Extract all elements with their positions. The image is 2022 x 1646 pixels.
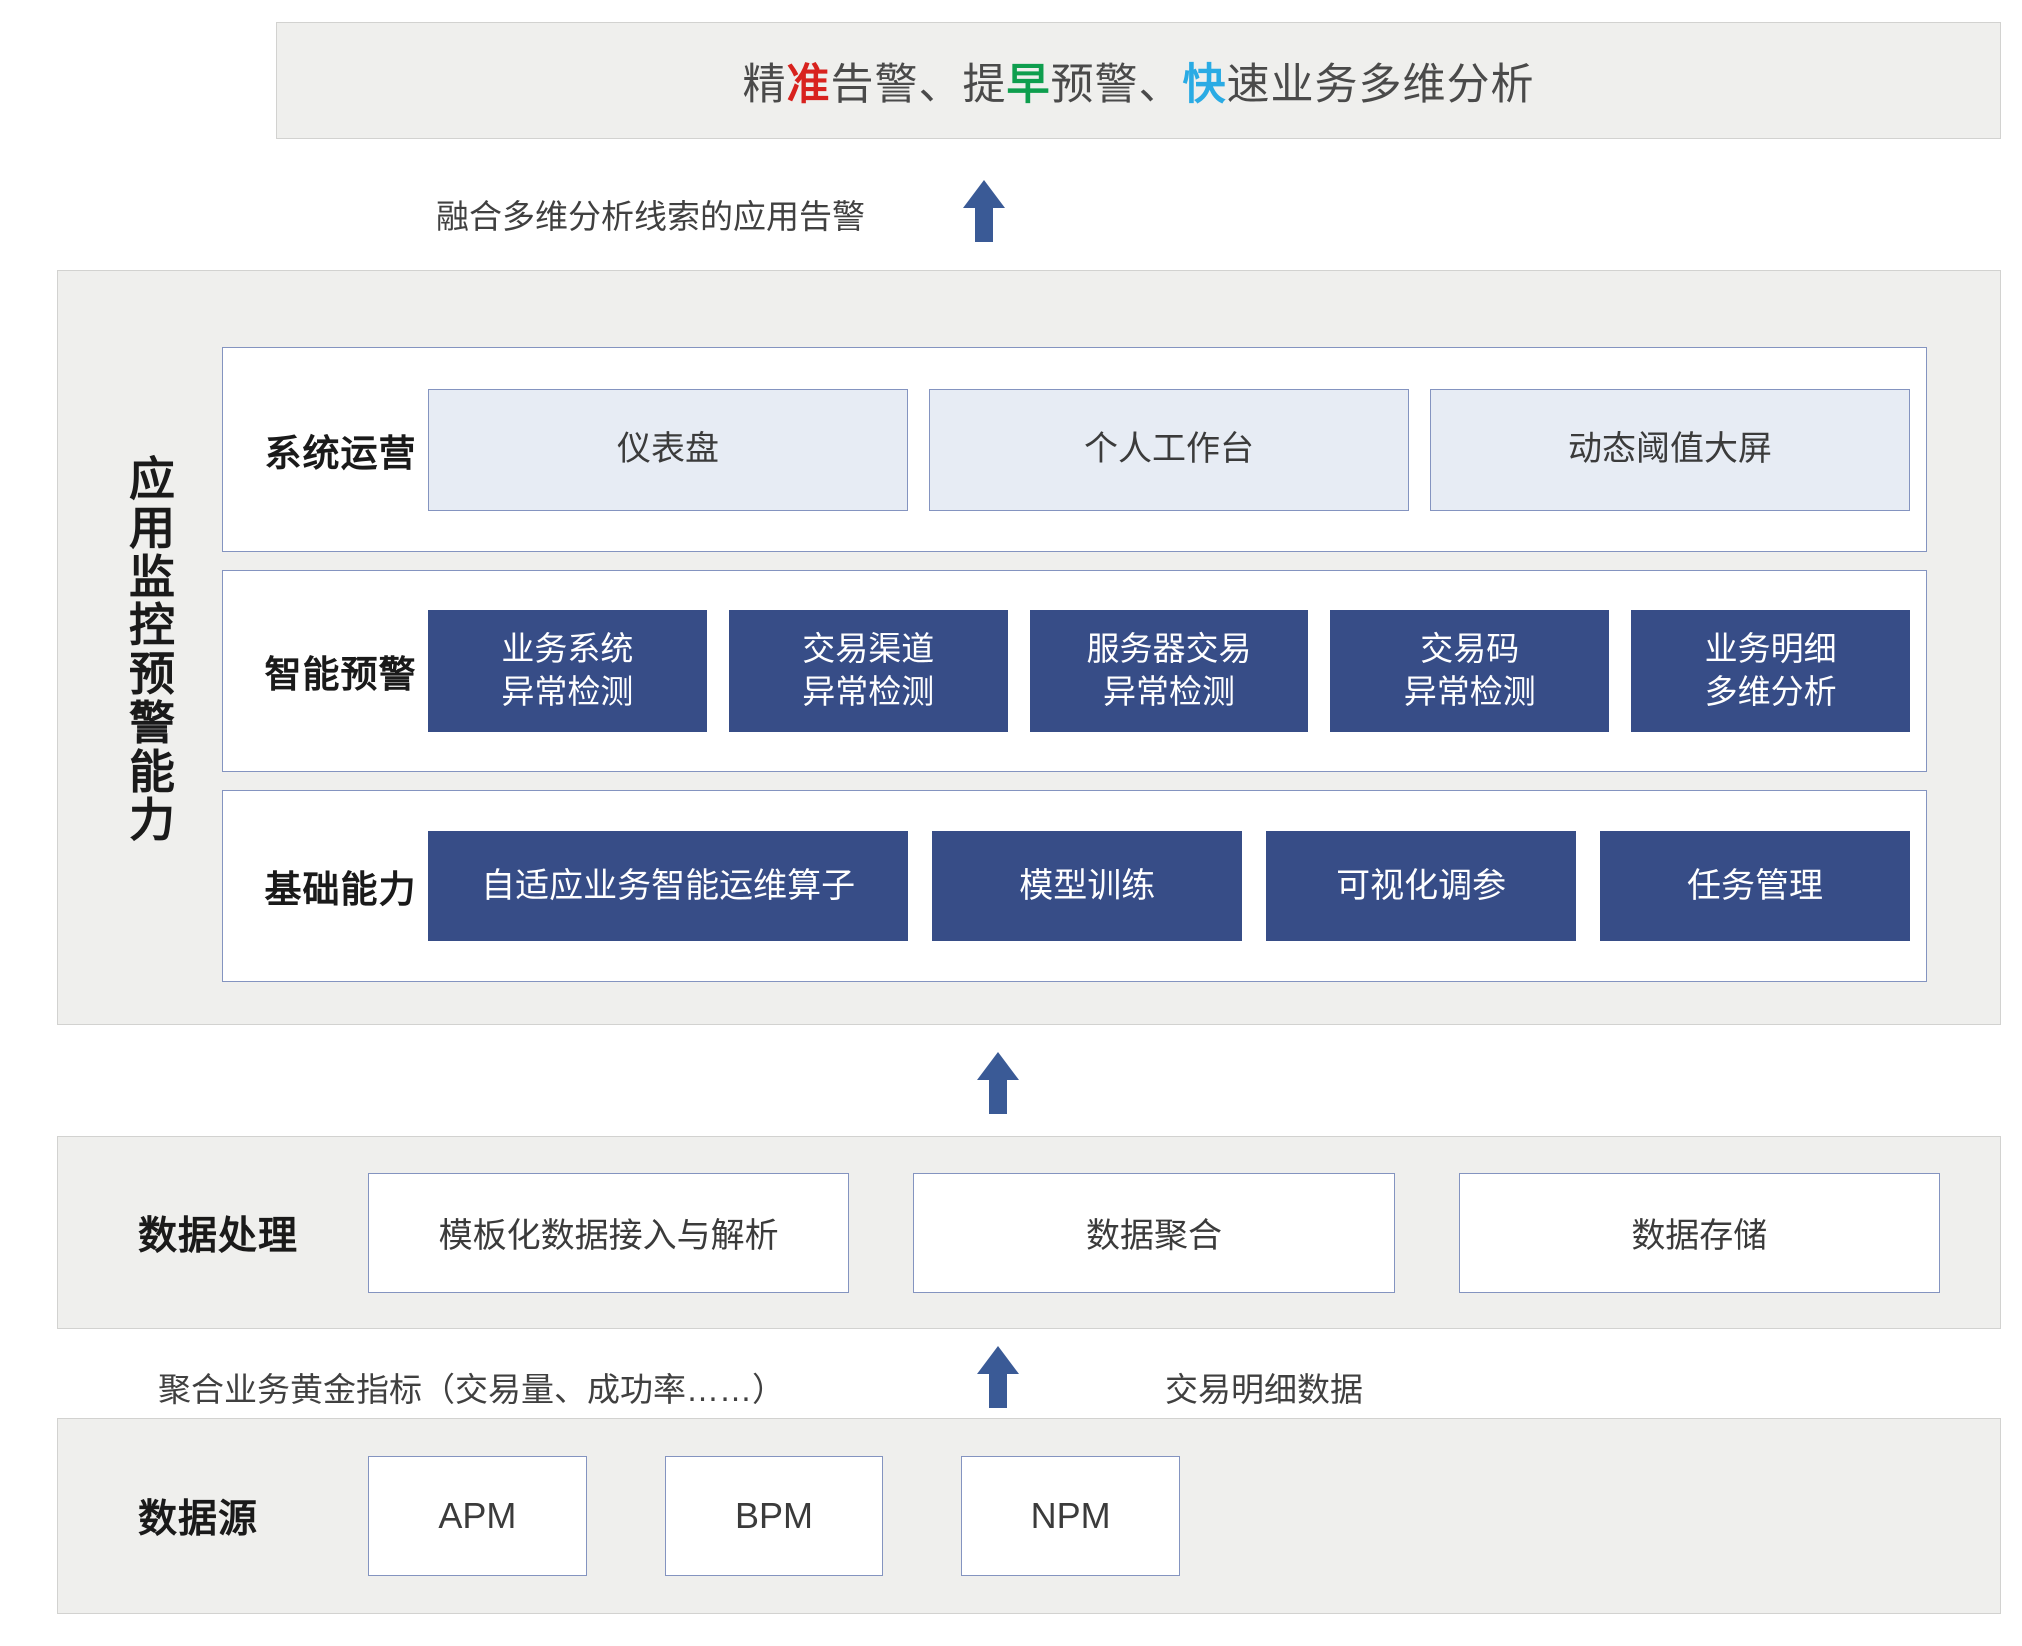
headline-seg-3-accent-green: 早: [1006, 60, 1051, 109]
headline-seg-1-accent-red: 准: [786, 60, 831, 109]
band-data-source: 数据源 APM BPM NPM: [57, 1418, 2001, 1614]
row-label-base-capability: 基础能力: [264, 869, 417, 910]
headline-seg-6: 速业务多维分析: [1226, 60, 1535, 109]
connector-label-bottom-left: 聚合业务黄金指标（交易量、成功率……）: [158, 1371, 785, 1408]
row-system-operations: 系统运营 仪表盘 个人工作台 动态阈值大屏: [222, 347, 1927, 552]
band-label-data-processing: 数据处理: [138, 1214, 299, 1258]
cell-dynamic-threshold-screen[interactable]: 动态阈值大屏: [1430, 388, 1910, 511]
cell-business-system-anomaly[interactable]: 业务系统异常检测: [428, 610, 707, 732]
headline-seg-2: 告警、提: [830, 60, 1007, 109]
row-items-system-operations: 仪表盘 个人工作台 动态阈值大屏: [428, 348, 1926, 551]
row-label-intelligent-alerting: 智能预警: [264, 654, 417, 695]
panel-side-title: 应用监控预警能力: [129, 453, 175, 847]
cell-adaptive-aiops-operator[interactable]: 自适应业务智能运维算子: [428, 831, 909, 941]
row-intelligent-alerting: 智能预警 业务系统异常检测 交易渠道异常检测 服务器交易异常检测 交易码异常检测…: [222, 570, 1927, 772]
arrow-shaft: [989, 1076, 1007, 1114]
arrow-shaft: [975, 204, 993, 242]
arrow-head: [977, 1346, 1019, 1374]
cell-apm[interactable]: APM: [368, 1456, 587, 1576]
up-arrow-icon-top: [963, 180, 1005, 242]
cell-task-management[interactable]: 任务管理: [1600, 831, 1910, 941]
cell-personal-workbench[interactable]: 个人工作台: [929, 388, 1409, 511]
cell-data-aggregation[interactable]: 数据聚合: [913, 1172, 1395, 1293]
cell-model-training[interactable]: 模型训练: [932, 831, 1243, 941]
arrow-shaft: [989, 1370, 1007, 1408]
band-items-data-source: APM BPM NPM: [368, 1419, 2000, 1613]
band-data-processing: 数据处理 模板化数据接入与解析 数据聚合 数据存储: [57, 1136, 2001, 1329]
up-arrow-icon-middle: [977, 1052, 1019, 1114]
cell-business-detail-multidim[interactable]: 业务明细多维分析: [1631, 610, 1910, 732]
cell-visual-tuning[interactable]: 可视化调参: [1266, 831, 1577, 941]
row-label-system-operations: 系统运营: [264, 432, 417, 474]
row-items-intelligent-alerting: 业务系统异常检测 交易渠道异常检测 服务器交易异常检测 交易码异常检测 业务明细…: [428, 571, 1926, 771]
cell-server-transaction-anomaly[interactable]: 服务器交易异常检测: [1029, 610, 1309, 732]
cell-npm[interactable]: NPM: [961, 1456, 1181, 1576]
cell-templated-ingest-parse[interactable]: 模板化数据接入与解析: [368, 1172, 850, 1293]
band-label-data-source: 数据源: [138, 1498, 259, 1541]
cell-dashboard[interactable]: 仪表盘: [428, 388, 908, 511]
cell-bpm[interactable]: BPM: [664, 1456, 884, 1576]
cell-data-storage[interactable]: 数据存储: [1458, 1172, 1940, 1293]
cell-transaction-channel-anomaly[interactable]: 交易渠道异常检测: [728, 610, 1008, 732]
headline-text: 精准告警、提早预警、快速业务多维分析: [743, 50, 1535, 112]
headline-banner: 精准告警、提早预警、快速业务多维分析: [276, 22, 2001, 139]
cell-transaction-code-anomaly[interactable]: 交易码异常检测: [1330, 610, 1610, 732]
up-arrow-icon-bottom: [977, 1346, 1019, 1408]
connector-label-top: 融合多维分析线索的应用告警: [436, 198, 865, 235]
headline-seg-0: 精: [742, 60, 787, 109]
arrow-head: [977, 1052, 1019, 1080]
row-base-capability: 基础能力 自适应业务智能运维算子 模型训练 可视化调参 任务管理: [222, 790, 1927, 982]
row-items-base-capability: 自适应业务智能运维算子 模型训练 可视化调参 任务管理: [428, 791, 1926, 981]
connector-label-bottom-right: 交易明细数据: [1165, 1371, 1363, 1408]
headline-seg-5-accent-blue: 快: [1182, 60, 1227, 109]
arrow-head: [963, 180, 1005, 208]
band-items-data-processing: 模板化数据接入与解析 数据聚合 数据存储: [368, 1137, 2000, 1328]
headline-seg-4: 预警、: [1050, 60, 1183, 109]
